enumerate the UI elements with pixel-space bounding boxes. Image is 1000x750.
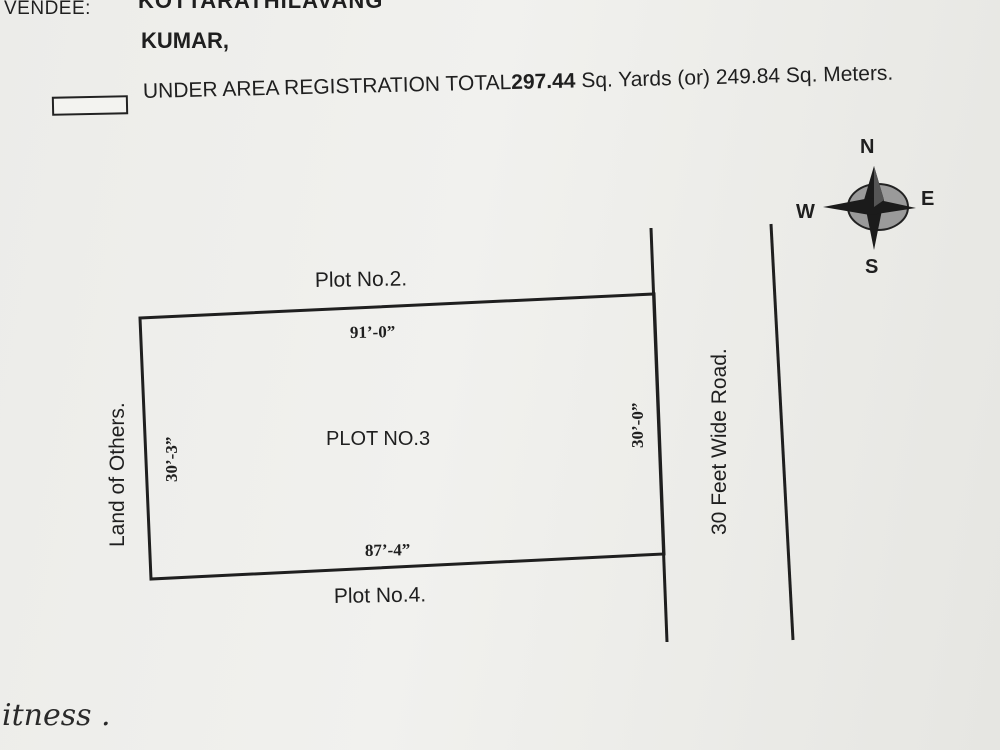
compass-west-label: W xyxy=(796,201,815,223)
witness-handwriting: itness . xyxy=(2,698,111,733)
east-boundary-label: 30 Feet Wide Road. xyxy=(708,348,731,535)
south-boundary-label: Plot No.4. xyxy=(334,583,427,608)
south-dimension: 87’-4” xyxy=(365,540,411,560)
compass-east-label: E xyxy=(921,188,934,210)
vendee-name-line2: KUMAR, xyxy=(141,28,229,53)
north-boundary-label: Plot No.2. xyxy=(315,267,408,292)
east-dimension: 30’-0” xyxy=(628,403,647,448)
west-dimension: 30’-3” xyxy=(162,437,181,482)
compass-south-label: S xyxy=(865,256,878,278)
vendee-label: VENDEE: xyxy=(4,0,91,19)
north-dimension: 91’-0” xyxy=(350,322,396,342)
plot-name: PLOT NO.3 xyxy=(326,428,430,450)
compass-icon xyxy=(823,166,916,250)
road-edge-west xyxy=(649,227,669,643)
west-boundary-label: Land of Others. xyxy=(106,402,129,547)
vendee-name-cut: KOTTARATHILAVANG xyxy=(138,0,384,13)
road-edge-east xyxy=(769,223,795,641)
compass-north-label: N xyxy=(860,136,874,158)
